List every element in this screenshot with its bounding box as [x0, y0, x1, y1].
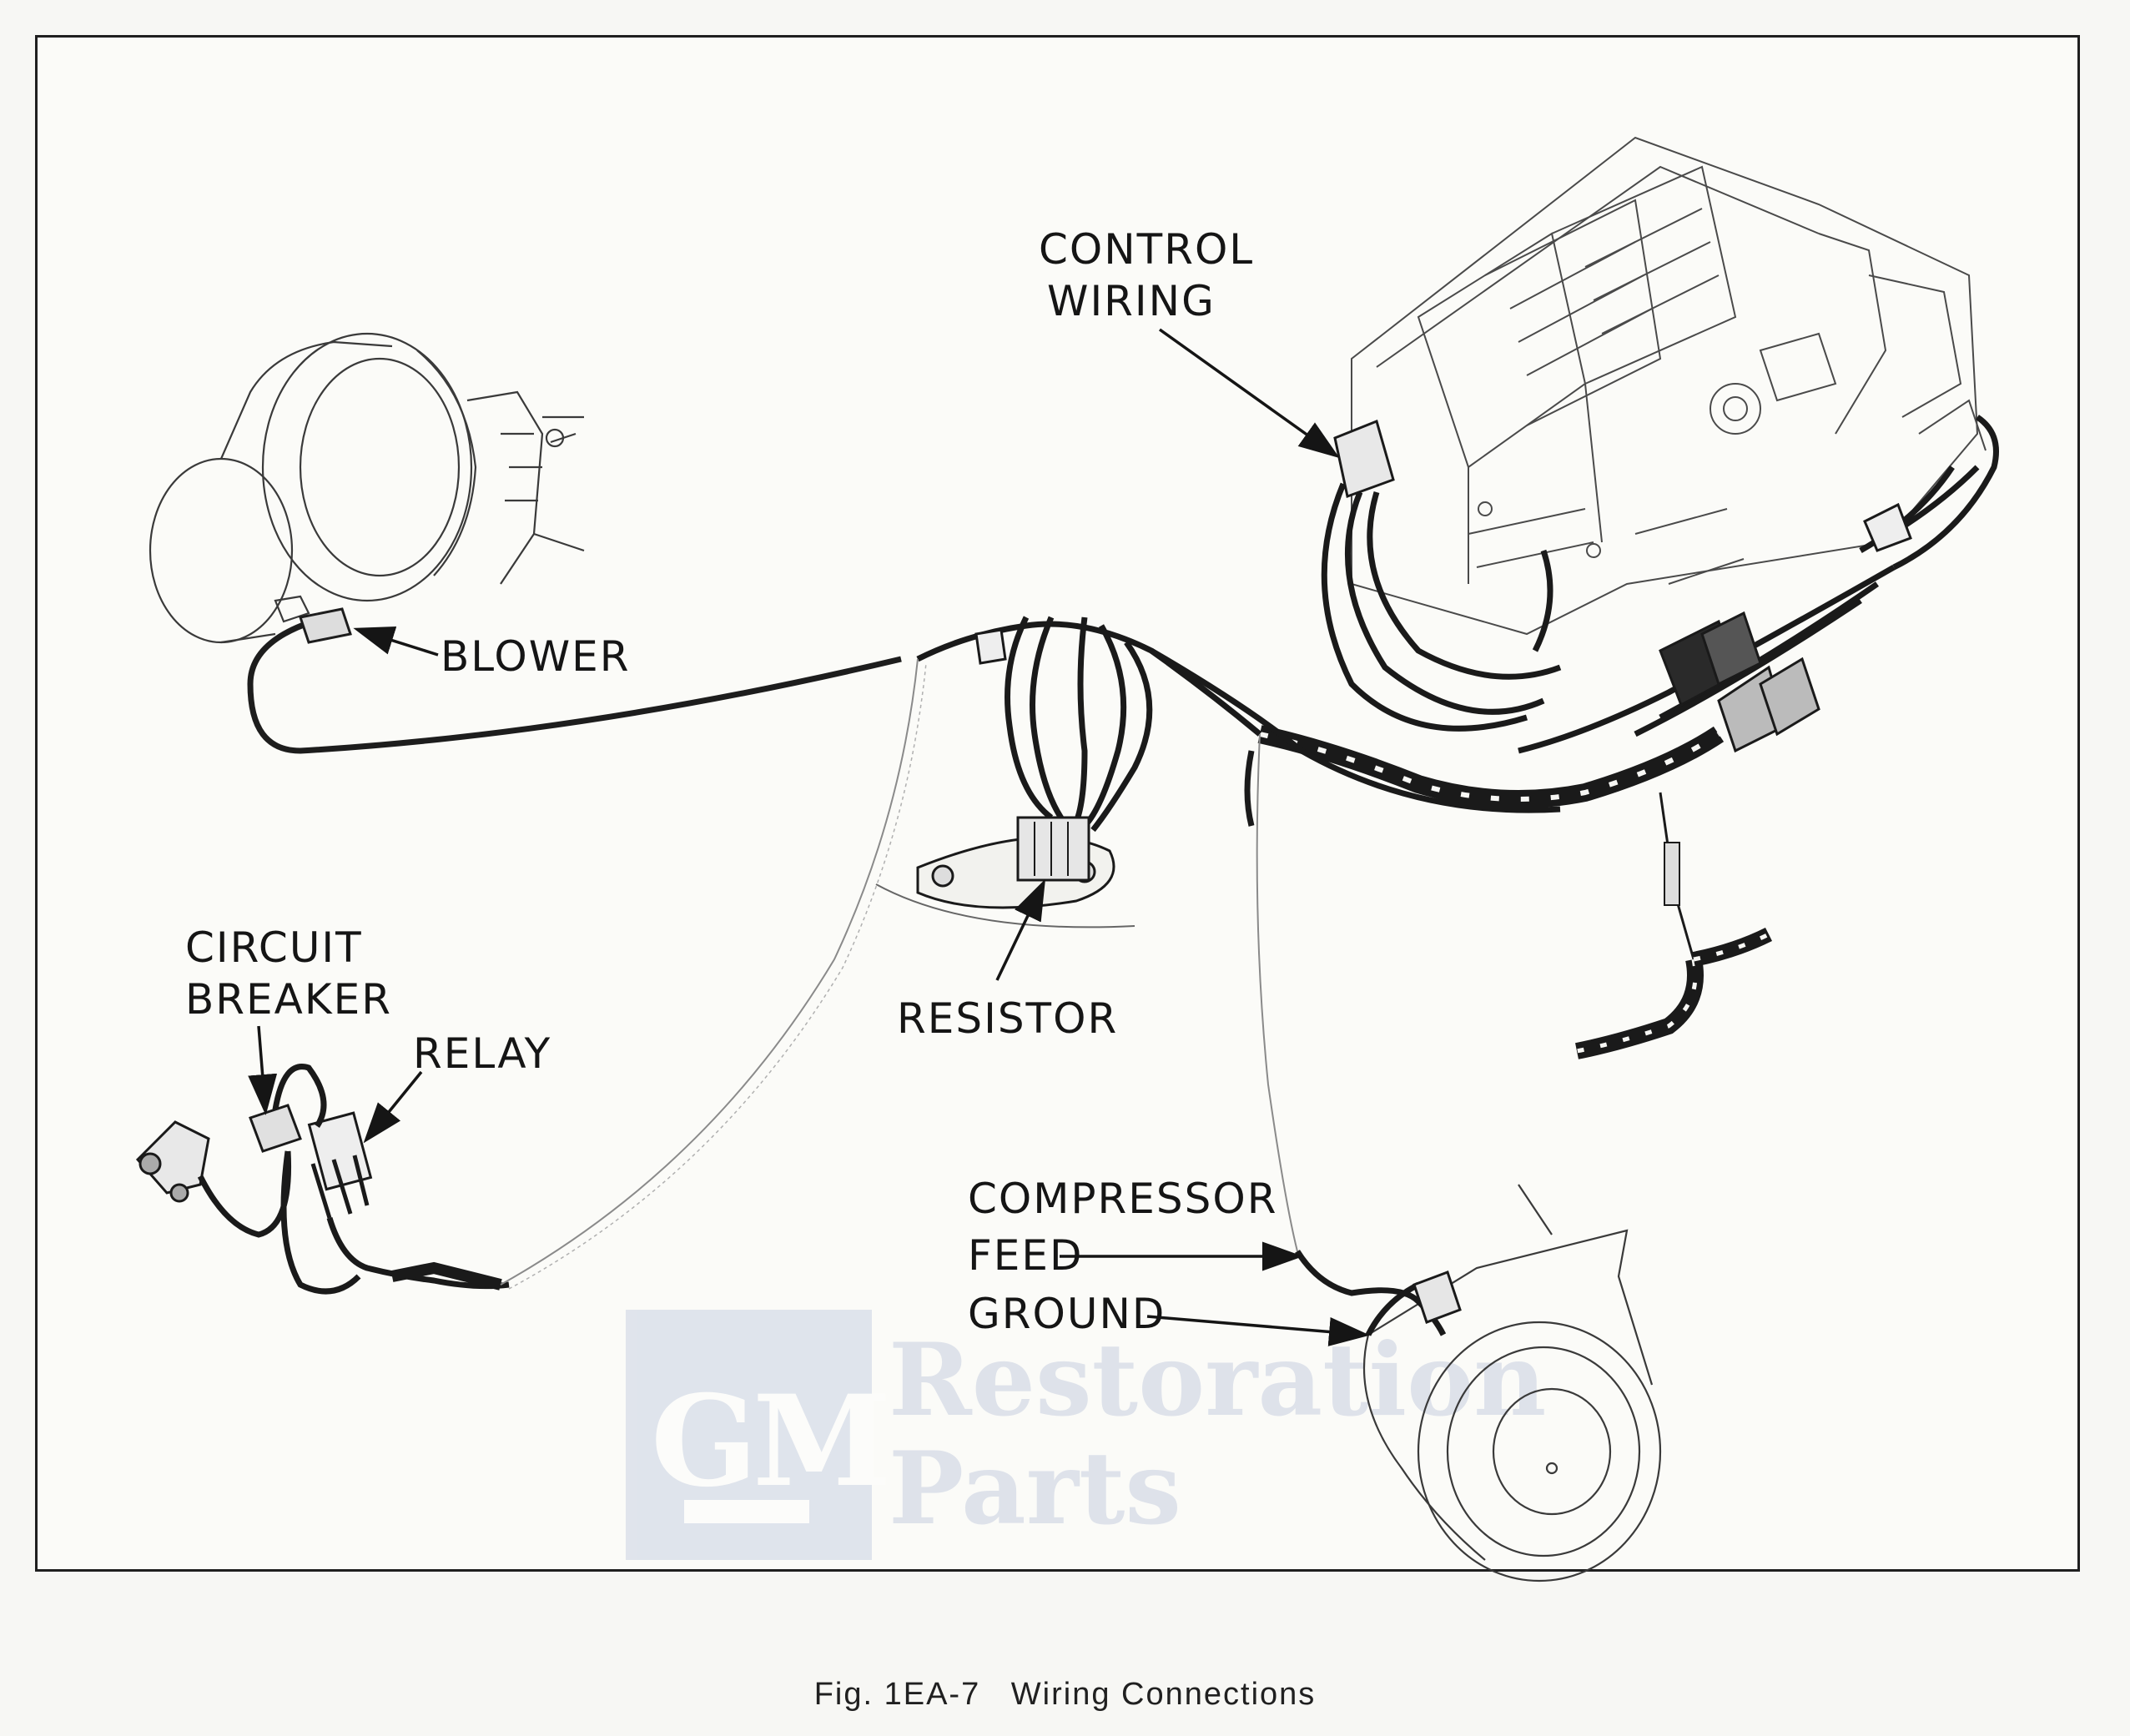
watermark-line-1: Restoration — [889, 1321, 1547, 1439]
gm-logo: GM — [626, 1310, 891, 1560]
label-control-wiring: CONTROL WIRING — [1039, 224, 1254, 327]
figure-frame — [35, 35, 2080, 1572]
control-harness — [1321, 415, 1999, 754]
leader-arrows — [248, 328, 1370, 1346]
ground-arrow — [1146, 1315, 1370, 1346]
resistor-block — [916, 816, 1115, 909]
label-resistor: RESISTOR — [897, 994, 1119, 1043]
caption-figure-number: Fig. 1EA-7 — [813, 1677, 981, 1712]
control-wiring-arrow — [1158, 328, 1340, 459]
label-circuit-breaker: CIRCUIT BREAKER — [185, 922, 392, 1025]
resistor-harness — [916, 616, 1561, 833]
circuit-breaker-arrow — [248, 1025, 278, 1115]
label-feed: FEED — [968, 1231, 1084, 1280]
main-harness — [1257, 725, 1725, 808]
blower-arrow — [353, 626, 439, 657]
caption-title: Wiring Connections — [1010, 1677, 1317, 1712]
compressor — [1363, 1184, 1662, 1583]
harness-connectors — [1659, 502, 1912, 753]
label-circuit-breaker-line-1: CIRCUIT — [185, 923, 363, 972]
control-assembly — [1351, 136, 1986, 636]
gm-logo-text: GM — [651, 1368, 891, 1515]
label-relay: RELAY — [413, 1029, 552, 1078]
label-ground: GROUND — [968, 1290, 1166, 1338]
dangling-harness — [1575, 792, 1773, 1059]
gm-logo-underline — [684, 1500, 809, 1523]
relay-arrow — [363, 1070, 423, 1144]
relay-cluster — [135, 1104, 373, 1219]
blower-motor — [149, 332, 585, 644]
label-control-wiring-line-2: WIRING — [1047, 277, 1216, 325]
label-circuit-breaker-line-2: BREAKER — [185, 975, 392, 1024]
label-compressor: COMPRESSOR — [968, 1175, 1278, 1223]
figure-caption: Fig. 1EA-7 Wiring Connections — [0, 1677, 2130, 1713]
resistor-arrow — [995, 878, 1046, 981]
watermark-line-2: Parts — [889, 1430, 1181, 1547]
blower-wire — [247, 618, 902, 754]
label-control-wiring-line-1: CONTROL — [1039, 225, 1255, 274]
label-blower: BLOWER — [441, 632, 631, 681]
